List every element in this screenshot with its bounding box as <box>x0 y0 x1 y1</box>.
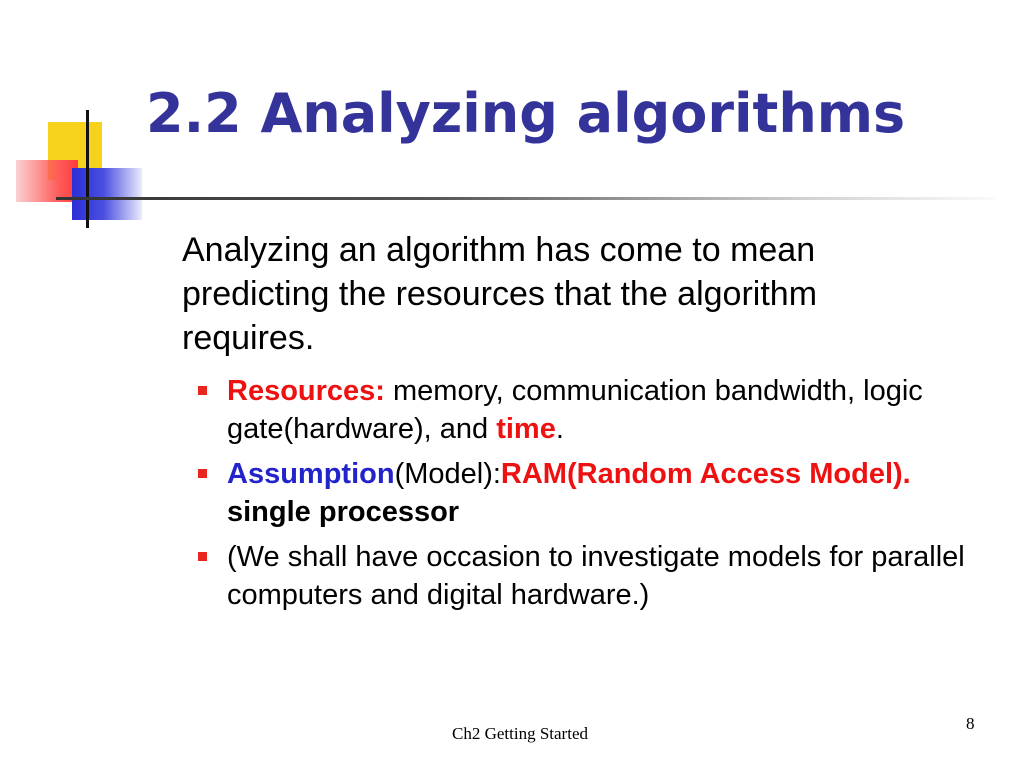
decorative-logo-icon <box>0 0 150 240</box>
bullet-text: (Model): <box>394 458 501 490</box>
intro-line-2: predicting the resources that the algori… <box>182 275 818 313</box>
vertical-line <box>86 110 89 228</box>
bullet-text: (We shall have occasion to investigate m… <box>227 541 965 611</box>
title-divider <box>56 197 996 200</box>
bullet-label: Assumption <box>227 458 395 490</box>
bullet-item-resources: Resources: memory, communication bandwid… <box>182 372 994 448</box>
bullet-list: Resources: memory, communication bandwid… <box>182 372 994 614</box>
square-bullet-icon <box>198 469 207 478</box>
slide-title: 2.2 Analyzing algorithms <box>146 82 906 145</box>
bullet-text-end: single processor <box>227 496 460 528</box>
slide-footer: Ch2 Getting Started <box>452 724 588 743</box>
bullet-highlight: time <box>496 413 556 445</box>
slide-body: Analyzing an algorithm has come to mean … <box>182 228 994 621</box>
red-square <box>16 160 78 202</box>
square-bullet-icon <box>198 552 207 561</box>
bullet-item-note: (We shall have occasion to investigate m… <box>182 538 994 614</box>
bullet-label: Resources: <box>227 375 385 407</box>
bullet-highlight: RAM(Random Access Model). <box>500 458 911 490</box>
bullet-item-assumption: Assumption(Model):RAM(Random Access Mode… <box>182 455 994 531</box>
bullet-text-end: . <box>555 413 564 445</box>
square-bullet-icon <box>198 386 207 395</box>
page-number: 8 <box>966 714 975 733</box>
intro-line-3: requires. <box>182 319 315 357</box>
bullet-text: memory, communication bandwidth, logic g… <box>227 375 923 445</box>
intro-line-1: Analyzing an algorithm has come to mean <box>182 231 816 269</box>
blue-square <box>72 168 142 220</box>
